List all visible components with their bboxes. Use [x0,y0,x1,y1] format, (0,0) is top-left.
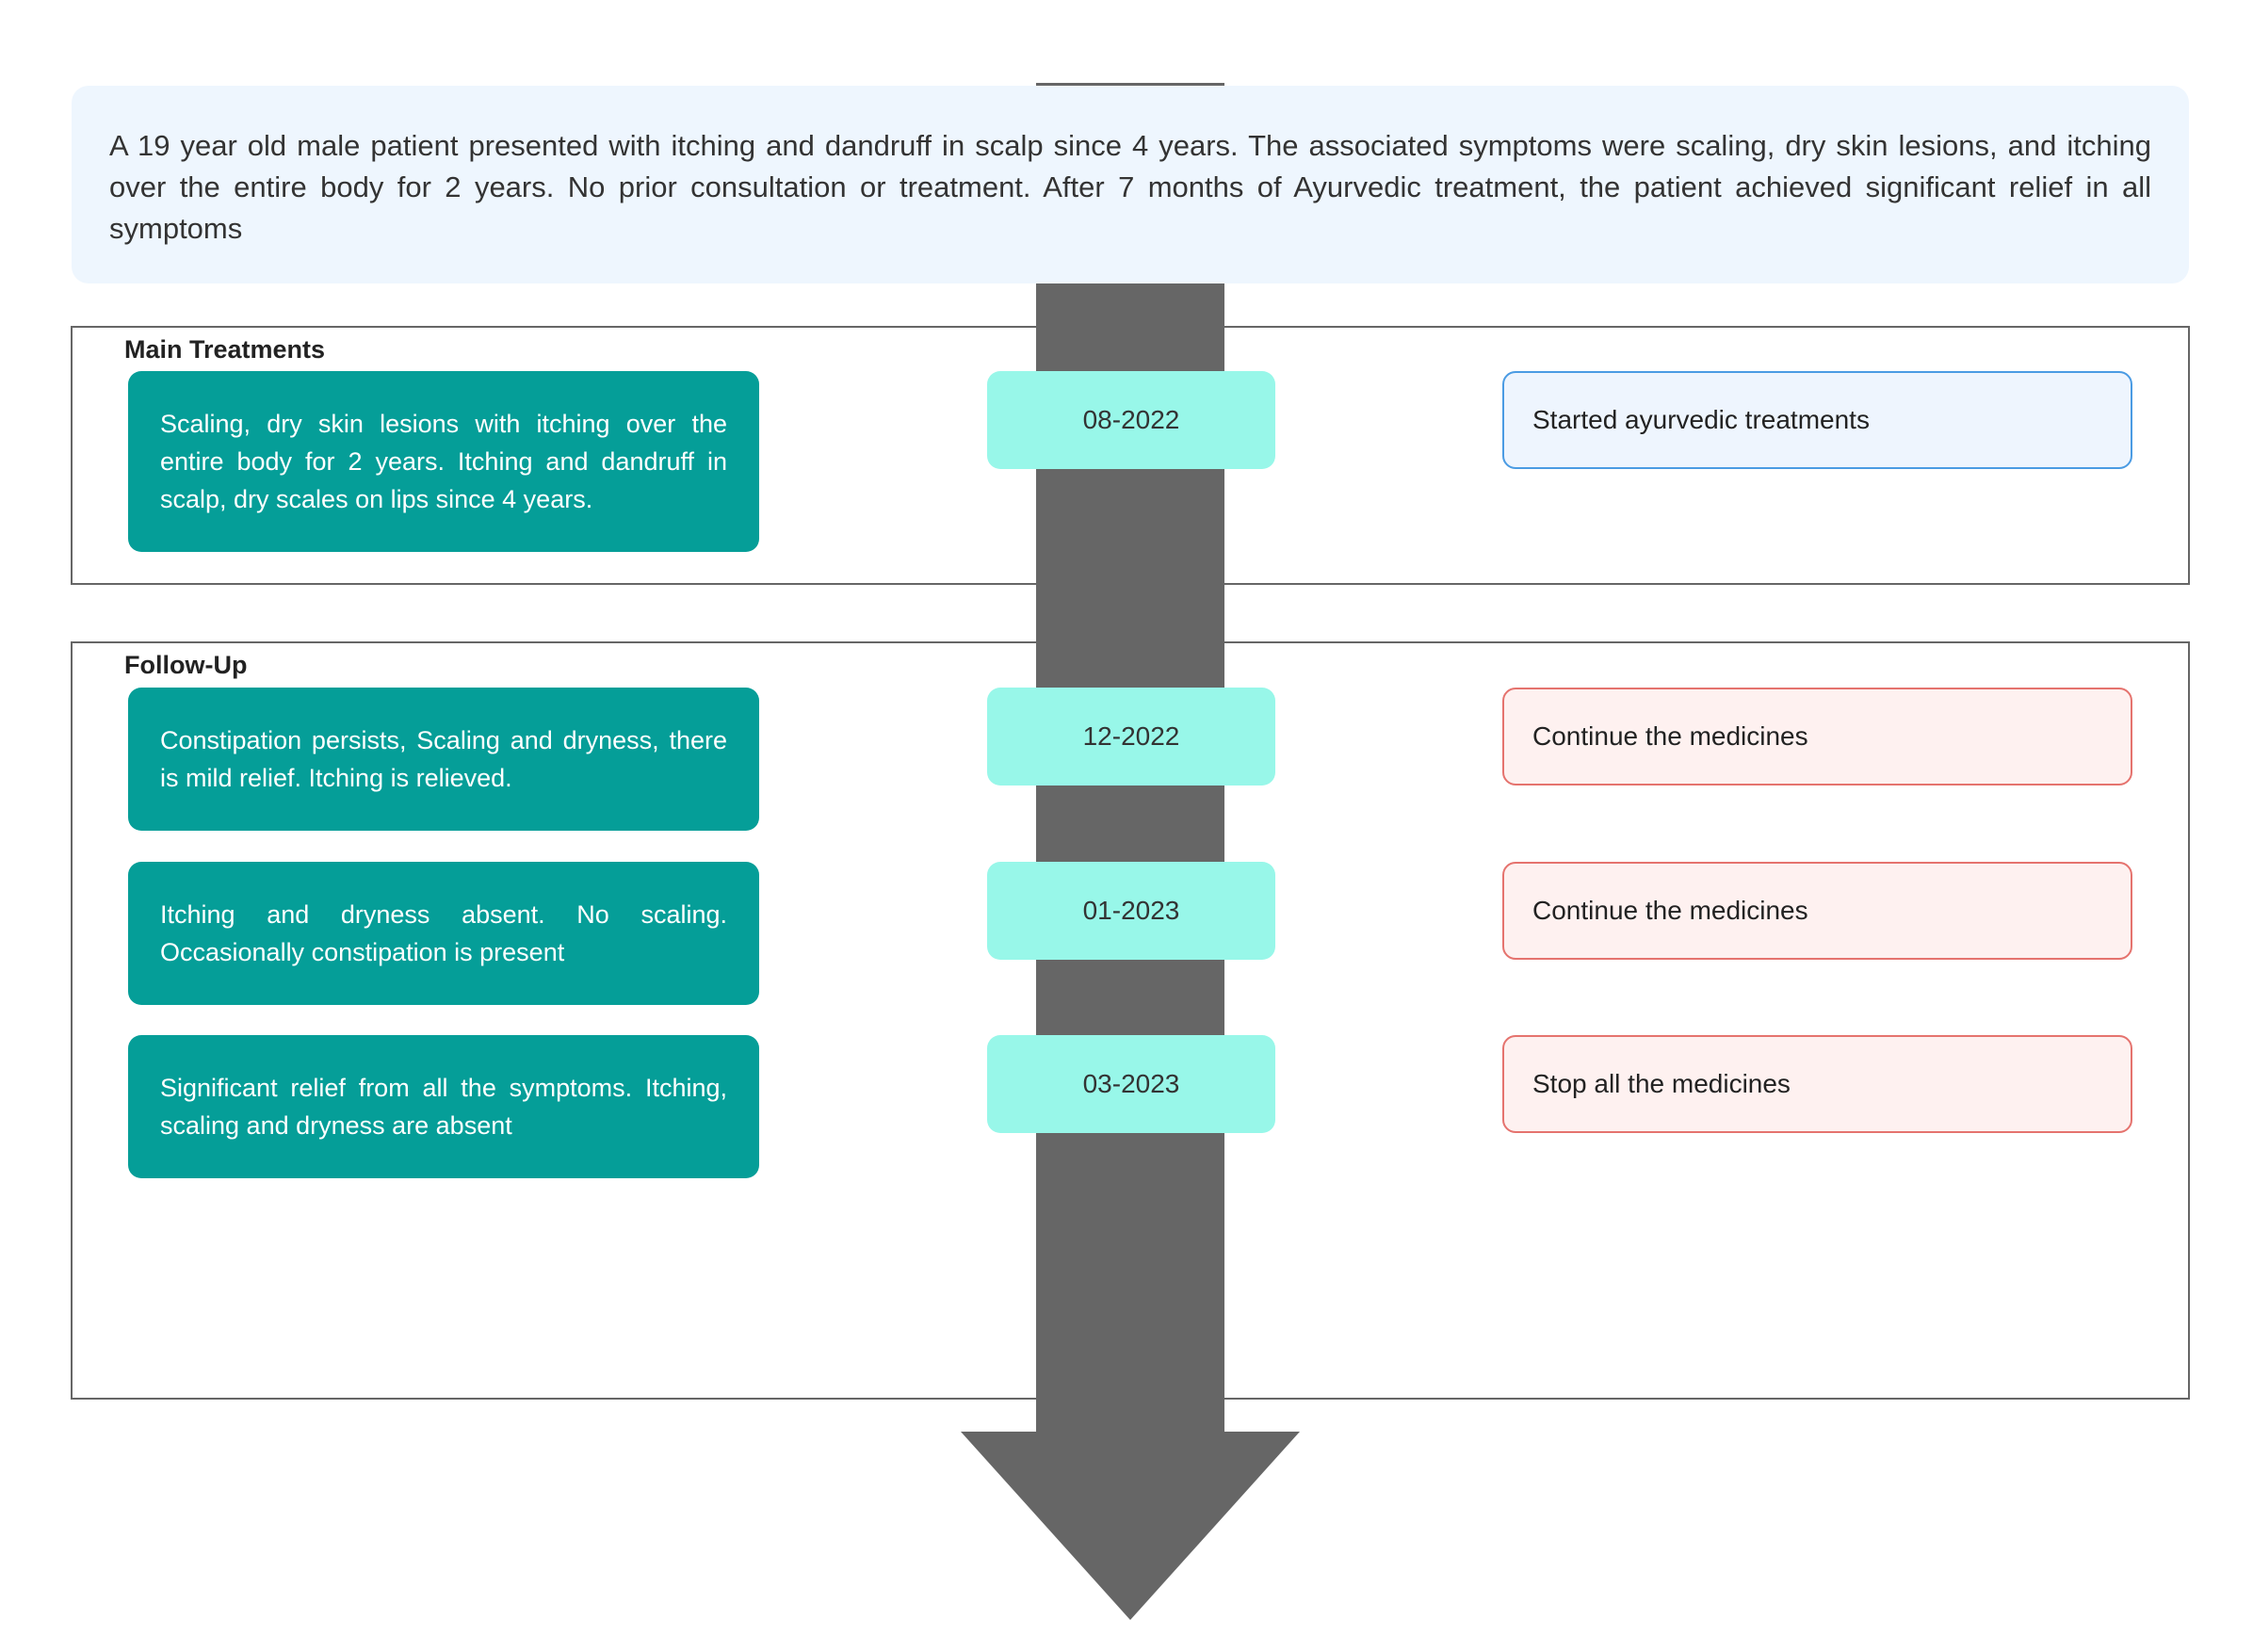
date-box-3: 01-2023 [987,862,1275,960]
event-box-3: Itching and dryness absent. No scaling. … [128,862,759,1005]
action-label-4: Stop all the medicines [1532,1069,1791,1098]
section-title-main-treatments: Main Treatments [124,335,326,364]
event-box-4: Significant relief from all the symptoms… [128,1035,759,1178]
date-box-1: 08-2022 [987,371,1275,469]
date-box-4: 03-2023 [987,1035,1275,1133]
timeline-arrow-head [961,1432,1300,1620]
case-summary: A 19 year old male patient presented wit… [72,86,2189,283]
action-box-4: Stop all the medicines [1502,1035,2132,1133]
date-box-2: 12-2022 [987,688,1275,786]
event-box-2: Constipation persists, Scaling and dryne… [128,688,759,831]
action-label-3: Continue the medicines [1532,896,1808,925]
event-box-1: Scaling, dry skin lesions with itching o… [128,371,759,552]
action-box-3: Continue the medicines [1502,862,2132,960]
section-title-follow-up: Follow-Up [124,651,248,679]
action-box-2: Continue the medicines [1502,688,2132,786]
action-label-2: Continue the medicines [1532,721,1808,751]
action-label-1: Started ayurvedic treatments [1532,405,1870,434]
action-box-1: Started ayurvedic treatments [1502,371,2132,469]
